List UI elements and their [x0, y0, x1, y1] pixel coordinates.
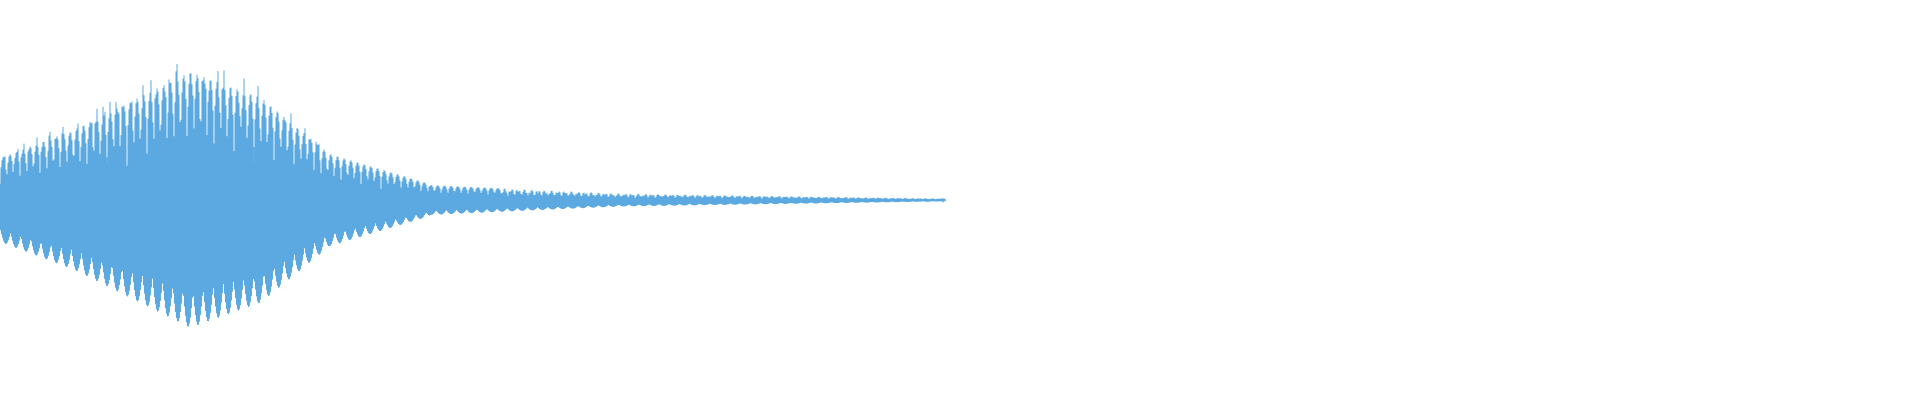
waveform-trace[interactable] — [0, 63, 946, 327]
